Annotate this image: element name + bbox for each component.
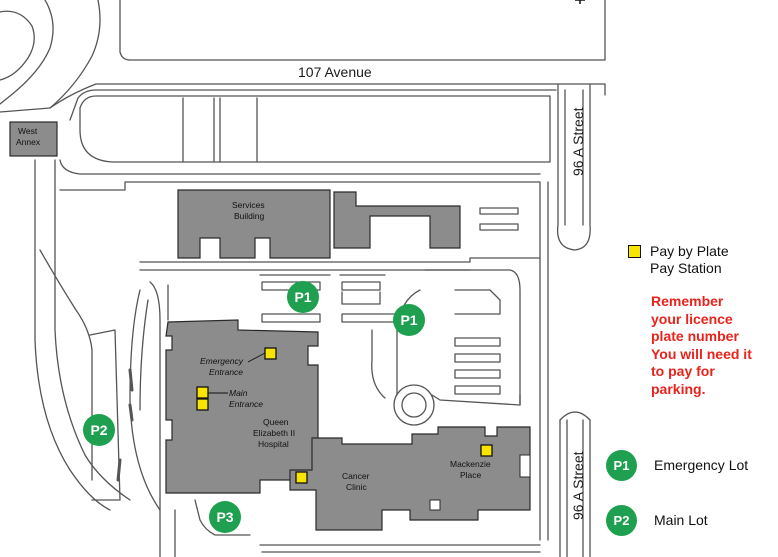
- hospital-label-3: Hospital: [258, 439, 289, 449]
- services-label-1: Services: [232, 200, 265, 210]
- north-arrow-icon: [575, 0, 585, 4]
- reminder-line: parking.: [651, 380, 706, 397]
- pay-station-icon: [264, 347, 277, 360]
- parking-badge-label: P1: [294, 289, 311, 305]
- hospital-building: [165, 319, 319, 494]
- reminder-line: You will need it: [651, 345, 752, 362]
- parking-badge-label: P2: [90, 422, 107, 438]
- pay-station-legend-icon: [628, 245, 641, 258]
- pay-station-icon: [196, 398, 209, 411]
- pay-station-icon: [295, 471, 308, 484]
- mackenzie-label-1: Mackenzie: [450, 459, 491, 469]
- pay-stations: [196, 347, 493, 484]
- parking-badge-p1-b: P1: [393, 304, 425, 336]
- reminder-line: plate number: [651, 328, 739, 344]
- legend-lot-badge: P1: [606, 450, 637, 481]
- legend-pay-station: Pay by Plate Pay Station: [628, 243, 768, 277]
- reminder-line: to pay for: [651, 363, 715, 379]
- legend-lot-p2: P2 Main Lot: [606, 505, 776, 536]
- cancer-clinic-label-1: Cancer: [342, 471, 370, 481]
- cancer-clinic-label-2: Clinic: [346, 482, 368, 492]
- main-entrance-label-1: Main: [229, 388, 248, 398]
- reminder-line: your licence: [651, 310, 733, 327]
- parking-badge-label: P3: [216, 509, 233, 525]
- parking-reminder: Remember your licence plate number You w…: [651, 293, 776, 398]
- emergency-entrance-label-1: Emergency: [200, 356, 244, 366]
- legend-lot-label: Emergency Lot: [654, 457, 749, 473]
- pay-station-icon: [196, 386, 209, 399]
- west-annex-label-2: Annex: [16, 137, 41, 147]
- legend-lot-p1: P1 Emergency Lot: [606, 450, 776, 481]
- parking-badge-p2: P2: [83, 414, 115, 446]
- parking-badge-p1-a: P1: [287, 281, 319, 313]
- cancer-mackenzie-building: [289, 426, 531, 531]
- legend-lot-badge: P2: [606, 505, 637, 536]
- reminder-line: Remember: [651, 293, 724, 309]
- legend-lot-label: Main Lot: [654, 512, 708, 528]
- services-annex: [333, 191, 461, 249]
- hospital-label-1: Queen: [263, 417, 289, 427]
- parking-badge-p3: P3: [209, 501, 241, 533]
- hospital-label-2: Elizabeth II: [253, 428, 295, 438]
- emergency-entrance-label-2: Entrance: [209, 367, 243, 377]
- parking-badge-label: P1: [400, 312, 417, 328]
- services-label-2: Building: [234, 211, 265, 221]
- street-label-107-avenue: 107 Avenue: [298, 64, 372, 80]
- legend-pay-station-line-1: Pay by Plate: [650, 243, 729, 259]
- main-entrance-label-2: Entrance: [229, 399, 263, 409]
- mackenzie-label-2: Place: [460, 470, 482, 480]
- legend-pay-station-line-2: Pay Station: [650, 260, 722, 276]
- pay-station-icon: [480, 444, 493, 457]
- west-annex-label-1: West: [18, 126, 38, 136]
- services-building: [177, 189, 331, 259]
- buildings: [9, 121, 531, 531]
- west-annex-building: [9, 121, 58, 157]
- street-label-96a-top: 96 A Street: [570, 107, 586, 176]
- street-label-96a-bottom: 96 A Street: [570, 451, 586, 520]
